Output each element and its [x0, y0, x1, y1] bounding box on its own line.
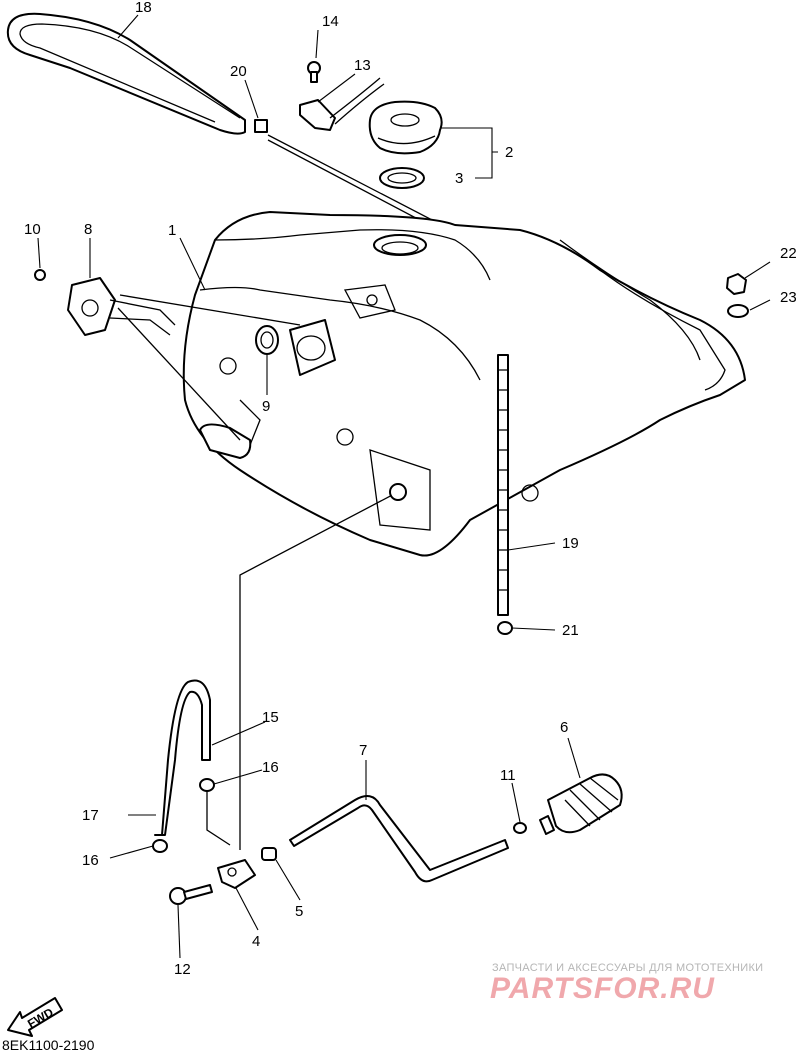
fwd-arrow-icon: FWD	[7, 997, 63, 1037]
callout-14: 14	[322, 13, 339, 30]
callout-6: 6	[560, 719, 568, 736]
nut-22	[726, 273, 747, 295]
breather-fitting-13	[299, 77, 385, 131]
callout-23: 23	[780, 289, 797, 306]
vent-hose-18	[6, 12, 246, 135]
callout-1: 1	[168, 222, 176, 239]
hose-19	[497, 354, 509, 616]
fuel-filter-6	[539, 773, 623, 835]
callout-20: 20	[230, 63, 247, 80]
callout-11: 11	[500, 767, 516, 784]
callout-7: 7	[359, 742, 367, 759]
hose-17	[154, 679, 211, 836]
gasket-9	[255, 325, 279, 355]
bolt-12	[169, 884, 213, 905]
cap-gasket-3	[379, 167, 425, 189]
callout-5: 5	[295, 903, 303, 920]
callout-15: 15	[262, 709, 279, 726]
clamp-11	[513, 822, 527, 834]
joint-5	[261, 847, 277, 861]
callout-16-lower: 16	[82, 852, 99, 869]
watermark-tagline: ЗАПЧАСТИ И АКСЕССУАРЫ ДЛЯ МОТОТЕХНИКИ	[492, 962, 764, 974]
leader-lines	[37, 14, 771, 959]
clip-20	[254, 119, 268, 133]
fuel-tap-4	[217, 859, 256, 889]
callout-18: 18	[135, 0, 152, 16]
callout-22: 22	[780, 245, 797, 262]
bolt-14	[307, 61, 321, 83]
callout-16-upper: 16	[262, 759, 279, 776]
drawing-code: 8EK1100-2190	[2, 1037, 95, 1053]
callout-2: 2	[505, 144, 513, 161]
fuel-cap-2	[368, 100, 443, 155]
callout-4: 4	[252, 933, 260, 950]
fuel-sender-8	[67, 277, 301, 441]
callout-3: 3	[455, 170, 463, 187]
callout-21: 21	[562, 622, 579, 639]
callout-13: 13	[354, 57, 371, 74]
callout-19: 19	[562, 535, 579, 552]
callout-12: 12	[174, 961, 191, 978]
screw-10	[34, 269, 46, 281]
callout-8: 8	[84, 221, 92, 238]
fuel-hose-7	[289, 795, 509, 883]
watermark-brand: PARTSFOR.RU	[490, 972, 715, 1005]
callout-9: 9	[262, 398, 270, 415]
callout-17: 17	[82, 807, 99, 824]
cap-21	[497, 621, 513, 635]
callout-10: 10	[24, 221, 41, 238]
washer-23	[727, 304, 749, 318]
clamp-16-upper	[199, 778, 215, 792]
fuel-tank-1	[182, 211, 746, 557]
clamp-16-lower	[152, 839, 168, 853]
